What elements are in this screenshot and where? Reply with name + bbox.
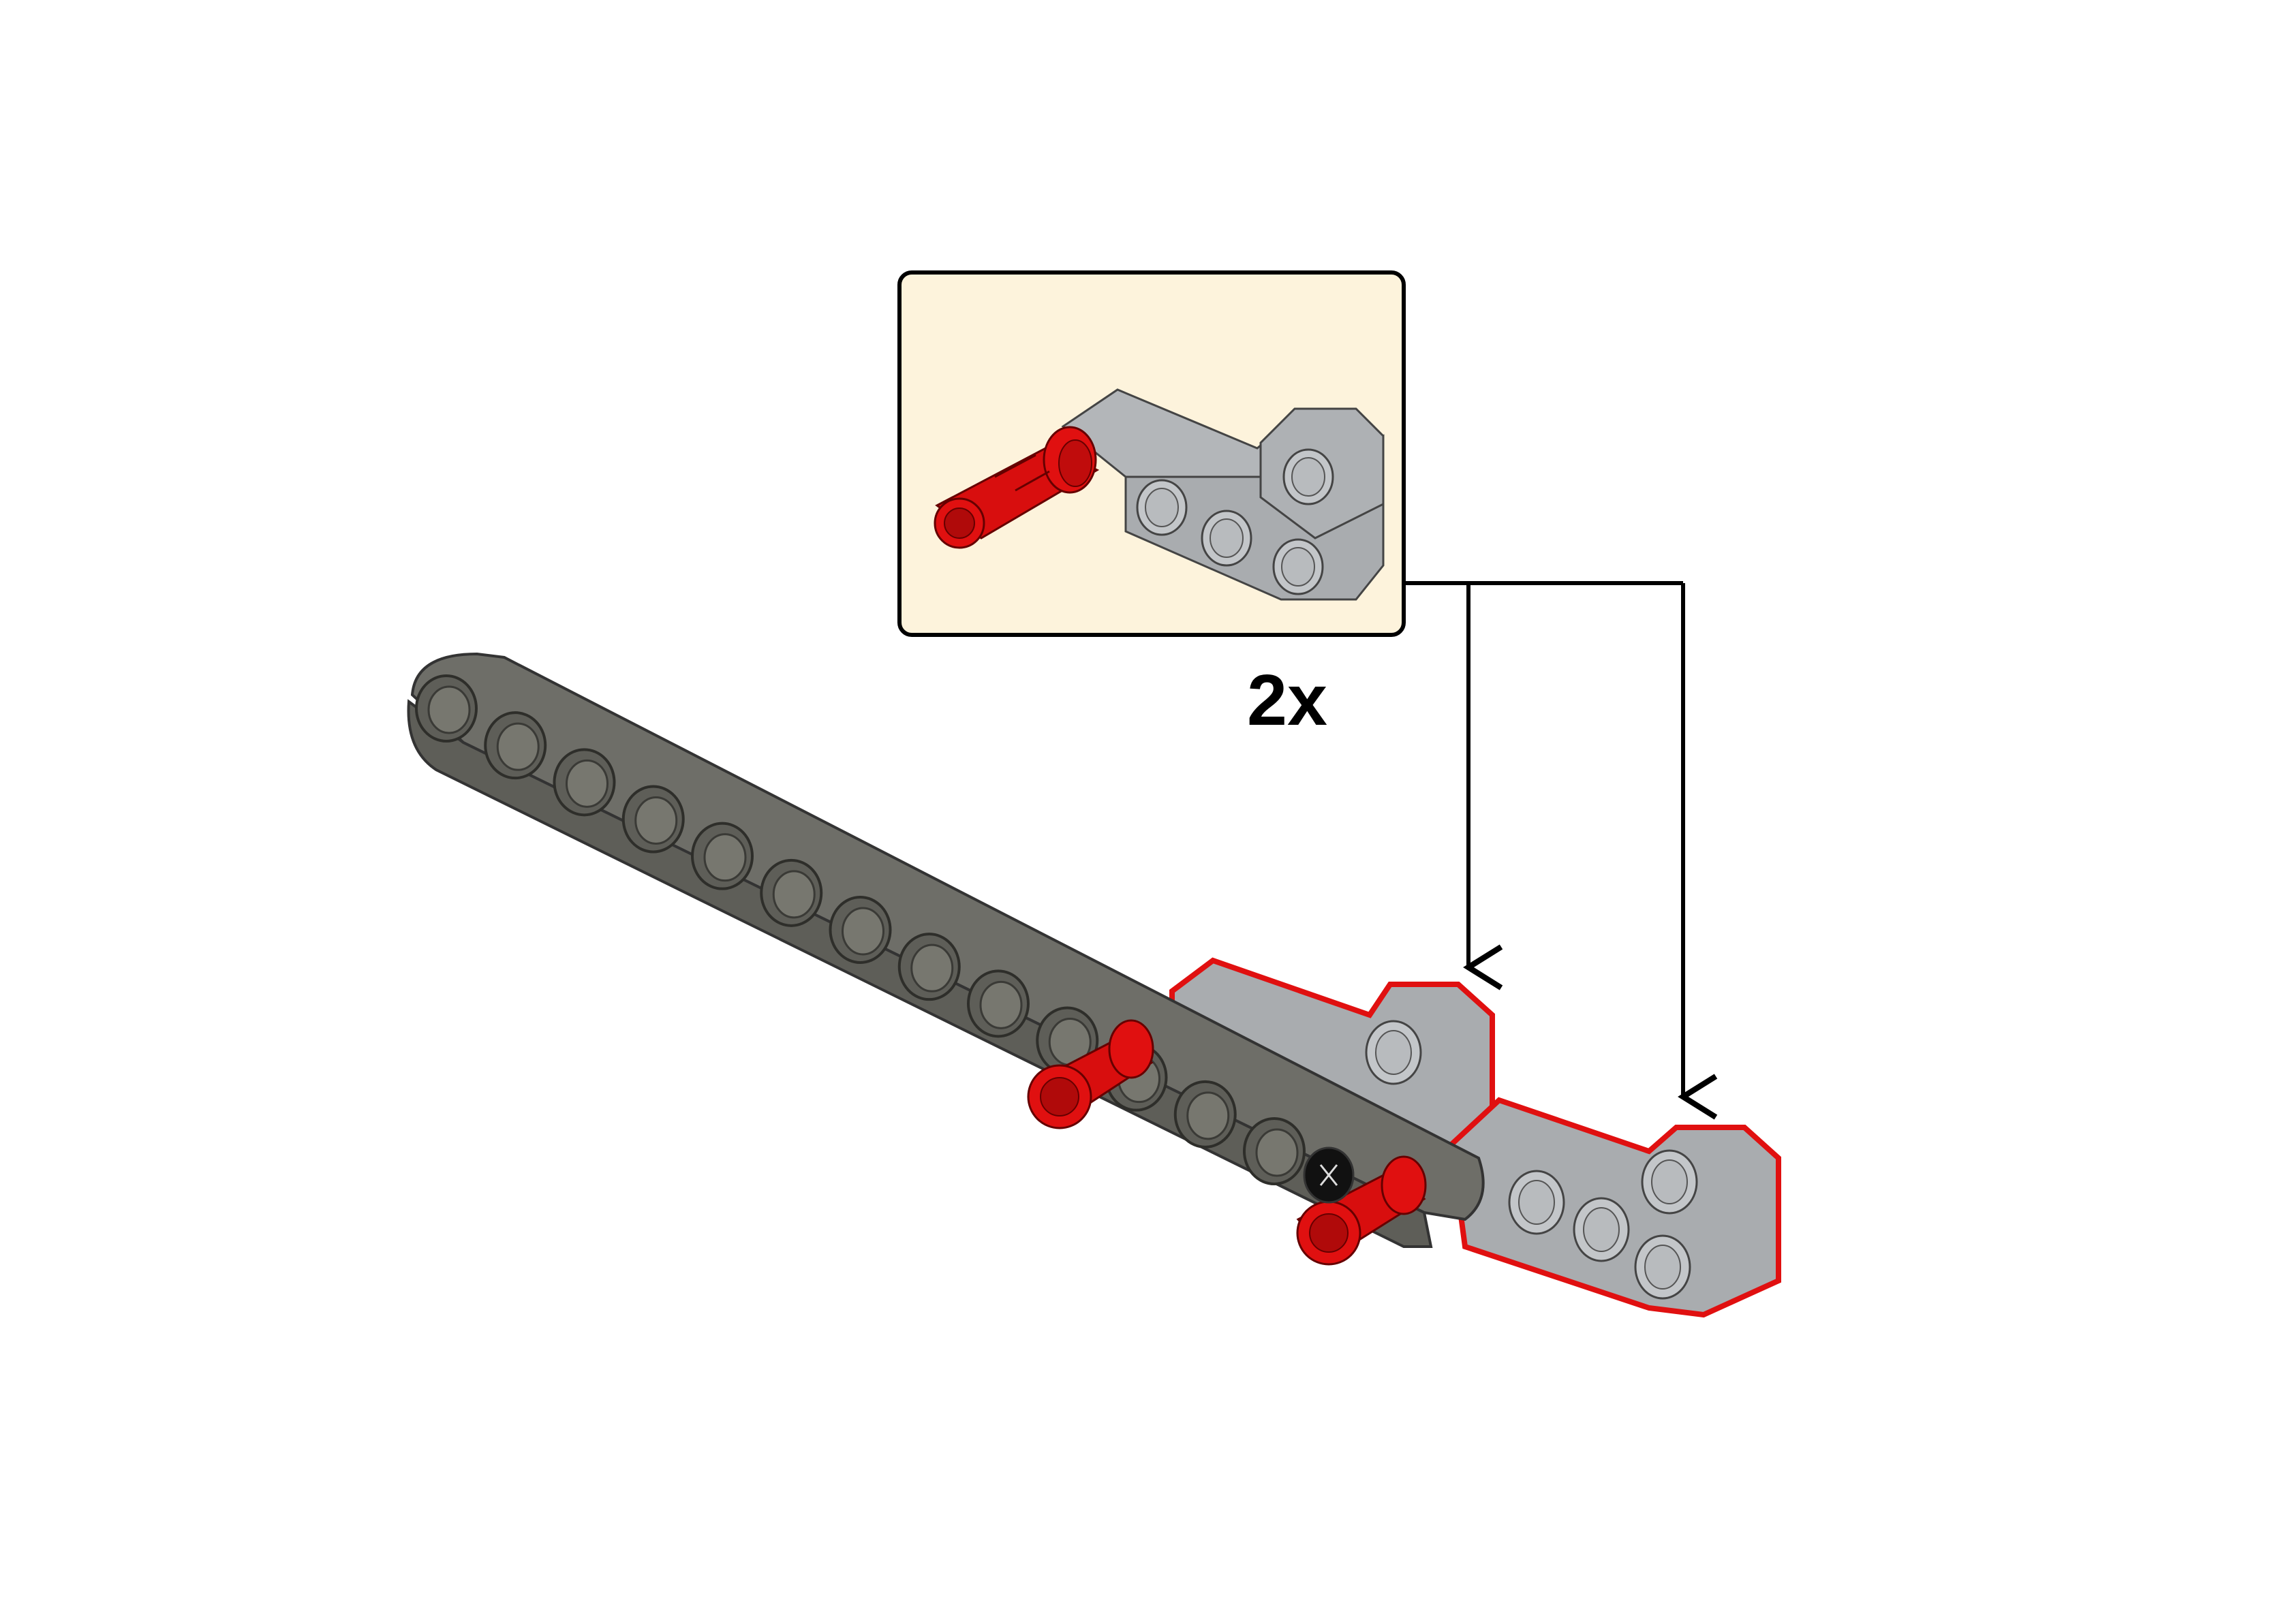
front-beam-hole bbox=[1641, 1149, 1698, 1215]
parts-callout bbox=[897, 270, 1406, 637]
front-beam-hole bbox=[1573, 1197, 1630, 1262]
beam-hole bbox=[967, 969, 1030, 1038]
callout-red-pin-icon bbox=[934, 426, 1100, 549]
callout-beam-hole bbox=[1272, 538, 1324, 595]
light-gray-l-beam-front bbox=[1448, 1097, 1781, 1318]
beam-hole bbox=[621, 785, 685, 854]
callout-l-beam-icon bbox=[1061, 388, 1385, 601]
beam-hole bbox=[691, 822, 754, 890]
front-beam-hole bbox=[1634, 1234, 1691, 1300]
callout-beam-hole bbox=[1201, 510, 1252, 567]
front-beam-hole bbox=[1508, 1170, 1565, 1235]
beam-hole bbox=[829, 896, 892, 964]
beam-hole bbox=[415, 674, 478, 743]
callout-beam-hole bbox=[1282, 448, 1334, 505]
quantity-label: 2x bbox=[1247, 660, 1327, 740]
beam-hole bbox=[760, 858, 823, 927]
red-friction-pin-right bbox=[1296, 1155, 1427, 1266]
beam-hole bbox=[1243, 1117, 1306, 1185]
black-axle-hole-icon bbox=[1303, 1146, 1355, 1204]
red-friction-pin-left bbox=[1027, 1019, 1154, 1129]
callout-beam-hole bbox=[1136, 479, 1188, 536]
beam-hole bbox=[484, 711, 547, 780]
beam-hole bbox=[1173, 1080, 1237, 1149]
beam-hole bbox=[553, 748, 616, 817]
beam-hole bbox=[897, 933, 961, 1001]
arrow-connector bbox=[1404, 581, 1718, 1120]
